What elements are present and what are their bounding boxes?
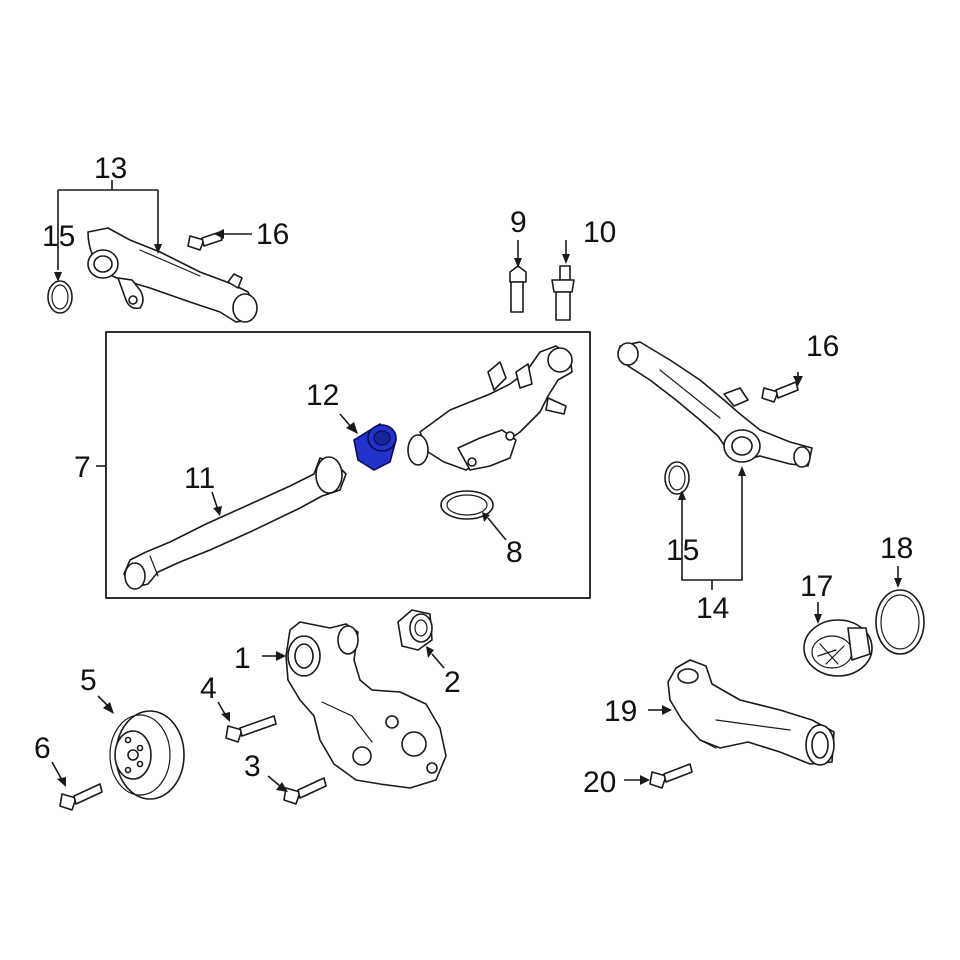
part-3-bolt[interactable]	[283, 777, 327, 805]
part-19-outlet-pipe[interactable]	[667, 659, 835, 766]
callout-8: 8	[506, 536, 523, 569]
callout-10: 10	[583, 216, 616, 249]
callout-15-right: 15	[666, 534, 699, 567]
callouts: 13 15 16 9 10 12 11 7 8 16 15 14 17 18 1…	[34, 152, 913, 799]
callout-13: 13	[94, 152, 127, 185]
callout-11: 11	[184, 462, 215, 495]
callout-12: 12	[306, 379, 339, 412]
callout-5: 5	[80, 664, 97, 697]
part-6-bolt[interactable]	[59, 783, 103, 811]
assembly-box	[105, 331, 591, 599]
callout-18: 18	[880, 532, 913, 565]
thermostat-housing[interactable]	[407, 345, 573, 471]
part-5-pulley[interactable]	[109, 710, 185, 800]
part-12-bushing[interactable]	[353, 422, 397, 471]
part-10-stud[interactable]	[551, 265, 575, 321]
part-18-seal[interactable]	[875, 589, 925, 655]
part-8-gasket[interactable]	[440, 490, 494, 520]
part-14-coolant-tube[interactable]	[617, 341, 813, 468]
callout-2: 2	[444, 666, 461, 699]
callout-3: 3	[244, 750, 261, 783]
part-11-coolant-pipe[interactable]	[123, 456, 347, 590]
callout-1: 1	[234, 642, 251, 675]
callout-17: 17	[800, 570, 833, 603]
callout-6: 6	[34, 732, 51, 765]
callout-7: 7	[74, 451, 91, 484]
callout-14: 14	[696, 592, 729, 625]
part-2-bushing[interactable]	[397, 609, 433, 651]
part-9-bolt[interactable]	[509, 265, 527, 313]
callout-15-left: 15	[42, 220, 75, 253]
callout-16-left: 16	[256, 218, 289, 251]
part-1-water-pump[interactable]	[285, 621, 447, 789]
part-13-coolant-tube[interactable]	[87, 227, 258, 323]
leader-lines	[51, 180, 902, 792]
callout-9: 9	[510, 206, 527, 239]
part-16-bolt-right[interactable]	[761, 381, 799, 403]
part-4-bolt[interactable]	[225, 715, 277, 743]
callout-16-right: 16	[806, 330, 839, 363]
part-17-thermostat[interactable]	[803, 619, 873, 677]
callout-4: 4	[200, 672, 217, 705]
part-20-bolt[interactable]	[649, 763, 693, 789]
callout-20: 20	[583, 766, 616, 799]
callout-19: 19	[604, 695, 637, 728]
